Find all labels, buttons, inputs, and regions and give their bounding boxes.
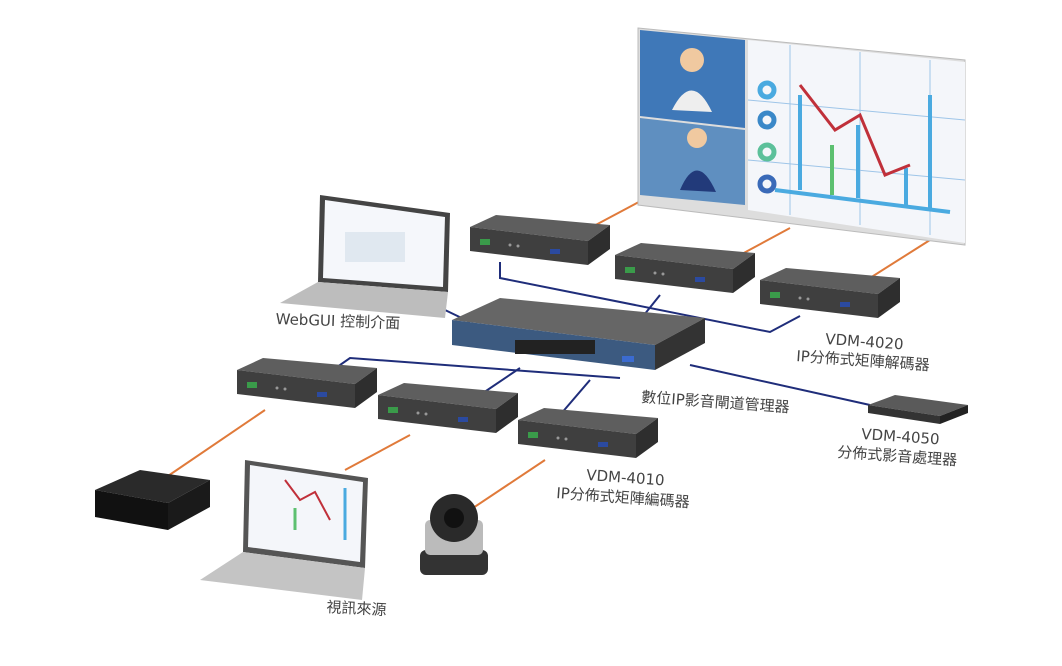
processor-device [868,395,968,424]
decoder-device-3 [760,268,900,318]
video-source-label: 視訊來源 [326,598,387,620]
ptz-camera [420,494,488,575]
video-wall [637,27,966,246]
source-laptop [200,460,368,600]
gateway-switch [452,298,705,370]
media-player-box [95,470,210,530]
decoder-device-2 [615,243,755,293]
encoder-device-1 [237,358,377,408]
video-links [164,195,931,511]
encoder-device-2 [378,383,518,433]
webgui-laptop [280,195,450,318]
decoder-device-1 [470,215,610,265]
encoder-device-3 [518,408,658,458]
